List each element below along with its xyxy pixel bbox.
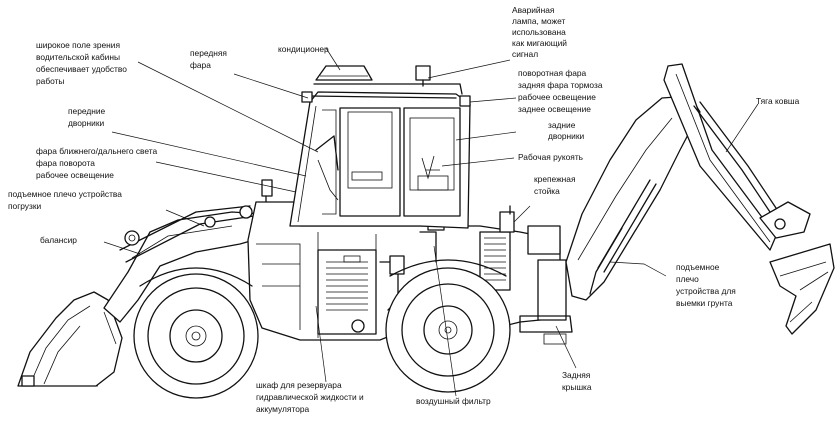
dipper-arm xyxy=(663,63,777,251)
label-rear-cover: Задняя крышка xyxy=(562,370,593,392)
label-turn-brake-lights: поворотная фара задняя фара тормоза рабо… xyxy=(518,68,605,114)
label-rear-wipers: задние дворники xyxy=(548,120,585,141)
label-emergency-lamp: Аварийная лампа, может использована как … xyxy=(512,5,569,59)
label-headlights-group: фара ближнего/дальнего света фара поворо… xyxy=(36,146,160,180)
loader-arm xyxy=(103,205,269,323)
front-bucket xyxy=(17,291,123,387)
cab xyxy=(289,65,471,229)
leader-lines xyxy=(103,47,759,397)
label-front-headlight: передняя фара xyxy=(190,48,229,70)
front-wheel xyxy=(133,273,259,399)
tank-cabinet xyxy=(317,249,377,335)
label-front-wipers: передние дворники xyxy=(68,106,108,128)
label-balancer: балансир xyxy=(40,235,77,245)
backhoe-loader-illustration xyxy=(17,63,835,399)
label-excavator-arm: подъемное плечо устройства для выемки гр… xyxy=(676,262,738,308)
backhoe-bucket xyxy=(759,201,835,335)
label-work-handle: Рабочая рукоять xyxy=(518,152,584,162)
label-air-conditioner: кондиционер xyxy=(278,44,329,54)
label-loader-arm: подъемное плечо устройства погрузки xyxy=(8,189,124,211)
labels: широкое поле зрения водительской кабины … xyxy=(8,5,800,414)
label-tank-cabinet: шкаф для резервуара гидравлической жидко… xyxy=(256,380,366,414)
rear-cover xyxy=(519,259,573,345)
rear-wheel xyxy=(385,267,511,393)
label-air-filter: воздушный фильтр xyxy=(416,396,491,406)
label-bucket-link: Тяга ковша xyxy=(756,96,800,106)
label-mount-rack: крепежная стойка xyxy=(534,174,578,196)
label-wide-view: широкое поле зрения водительской кабины … xyxy=(36,40,129,86)
